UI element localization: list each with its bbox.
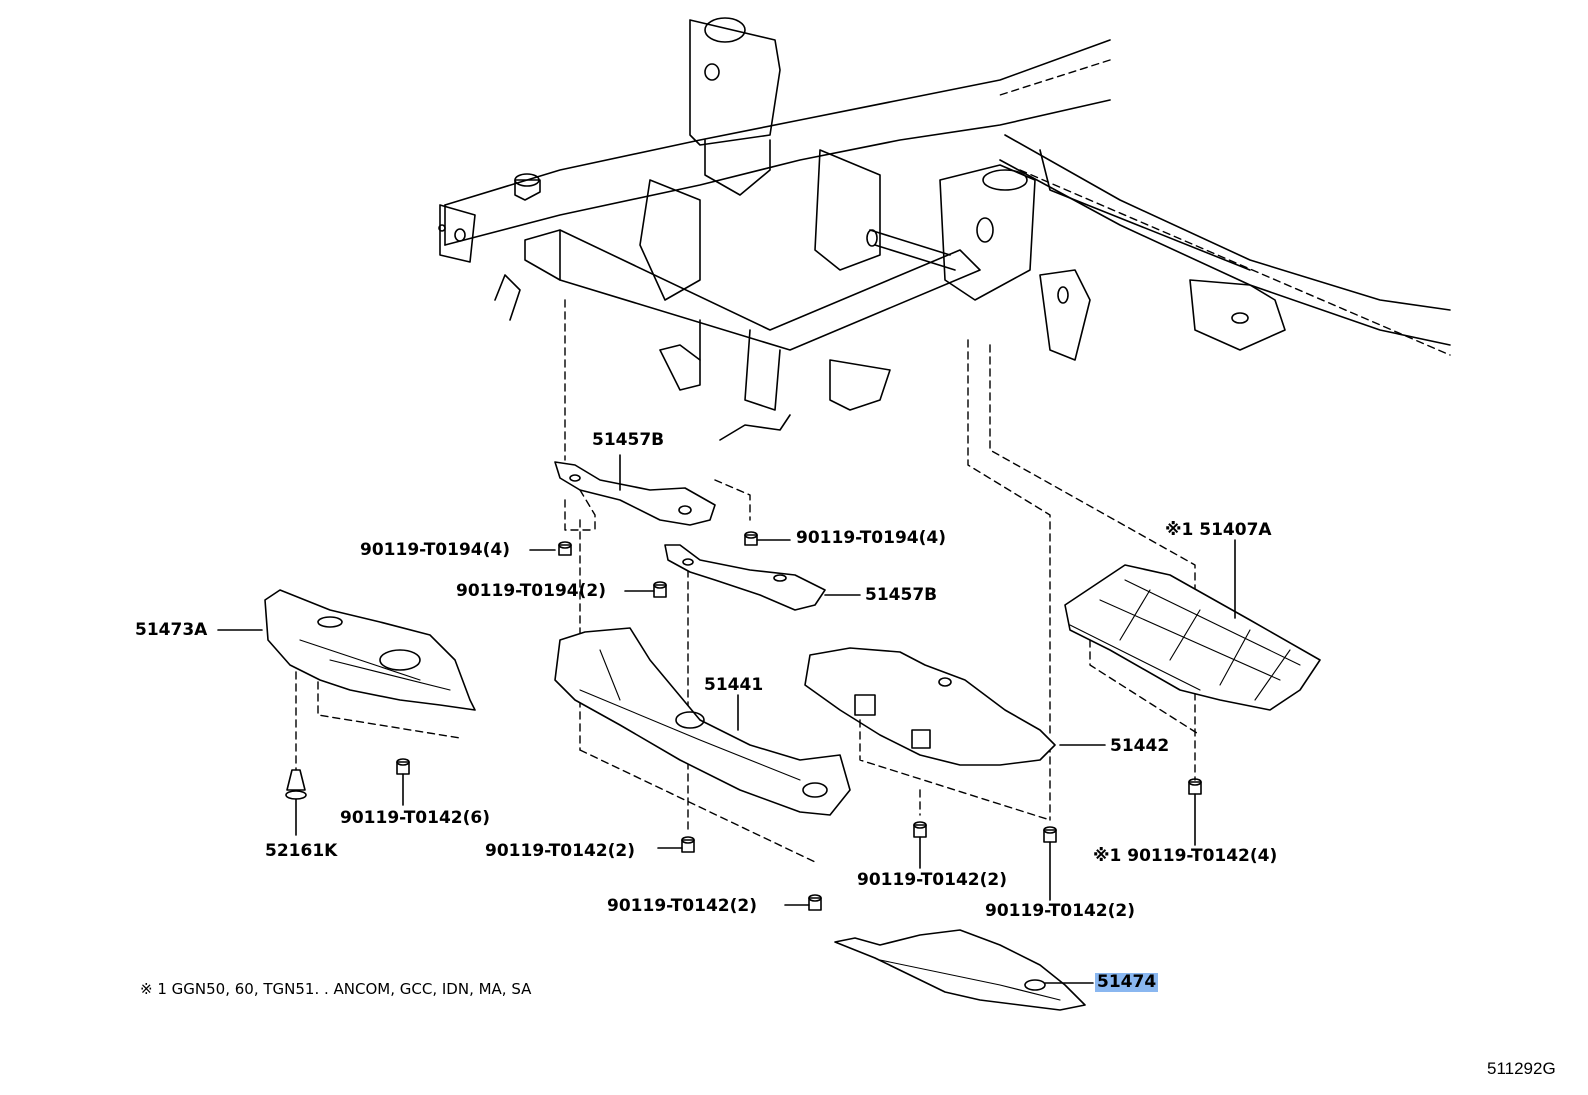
part-51407A: [1064, 539, 1321, 736]
label-bolt-t0194-2[interactable]: 90119-T0194(2): [456, 581, 606, 601]
bolt-icon: [396, 758, 410, 806]
part-51457B-upper: [554, 454, 751, 531]
label-bolt-t0142-6[interactable]: 90119-T0142(6): [340, 808, 490, 828]
bolt-icon: [1043, 826, 1057, 901]
applicability-footnote: ※ 1 GGN50, 60, TGN51. . ANCOM, GCC, IDN,…: [140, 980, 532, 998]
label-bolt-t0142-2-c[interactable]: 90119-T0142(2): [857, 870, 1007, 890]
part-51441: [554, 627, 851, 816]
bolt-icon: [784, 894, 822, 911]
bolt-icon: [913, 821, 927, 869]
label-bolt-t0142-2-a[interactable]: 90119-T0142(2): [485, 841, 635, 861]
part-51457B-lower: [664, 544, 861, 611]
label-52161K[interactable]: 52161K: [265, 841, 338, 861]
bolt-icon: [744, 531, 791, 546]
part-51473A: [217, 589, 476, 711]
bolt-icon: [1188, 778, 1202, 846]
part-51442: [804, 647, 1106, 821]
label-51474[interactable]: 51474: [1095, 972, 1159, 992]
vehicle-frame: [438, 17, 1451, 441]
label-51457B-upper[interactable]: 51457B: [592, 430, 665, 450]
label-51457B-lower[interactable]: 51457B: [865, 585, 938, 605]
label-bolt-t0194-4-left[interactable]: 90119-T0194(4): [360, 540, 510, 560]
part-51474: [834, 929, 1094, 1011]
label-bolt-t0194-4-right[interactable]: 90119-T0194(4): [796, 528, 946, 548]
label-51473A[interactable]: 51473A: [135, 620, 208, 640]
label-bolt-t0142-4[interactable]: ※1 90119-T0142(4): [1093, 846, 1278, 866]
label-bolt-t0142-2-d[interactable]: 90119-T0142(2): [985, 901, 1135, 921]
clip-icon: [285, 769, 307, 836]
label-51441[interactable]: 51441: [704, 675, 764, 695]
bolt-icon: [657, 836, 695, 853]
bolt-icon: [624, 581, 667, 598]
fasteners: [285, 531, 1202, 911]
label-51442[interactable]: 51442: [1110, 736, 1170, 756]
label-51407A[interactable]: ※1 51407A: [1165, 520, 1272, 540]
label-bolt-t0142-2-b[interactable]: 90119-T0142(2): [607, 896, 757, 916]
bolt-icon: [529, 541, 572, 556]
diagram-code: 511292G: [1487, 1059, 1556, 1078]
